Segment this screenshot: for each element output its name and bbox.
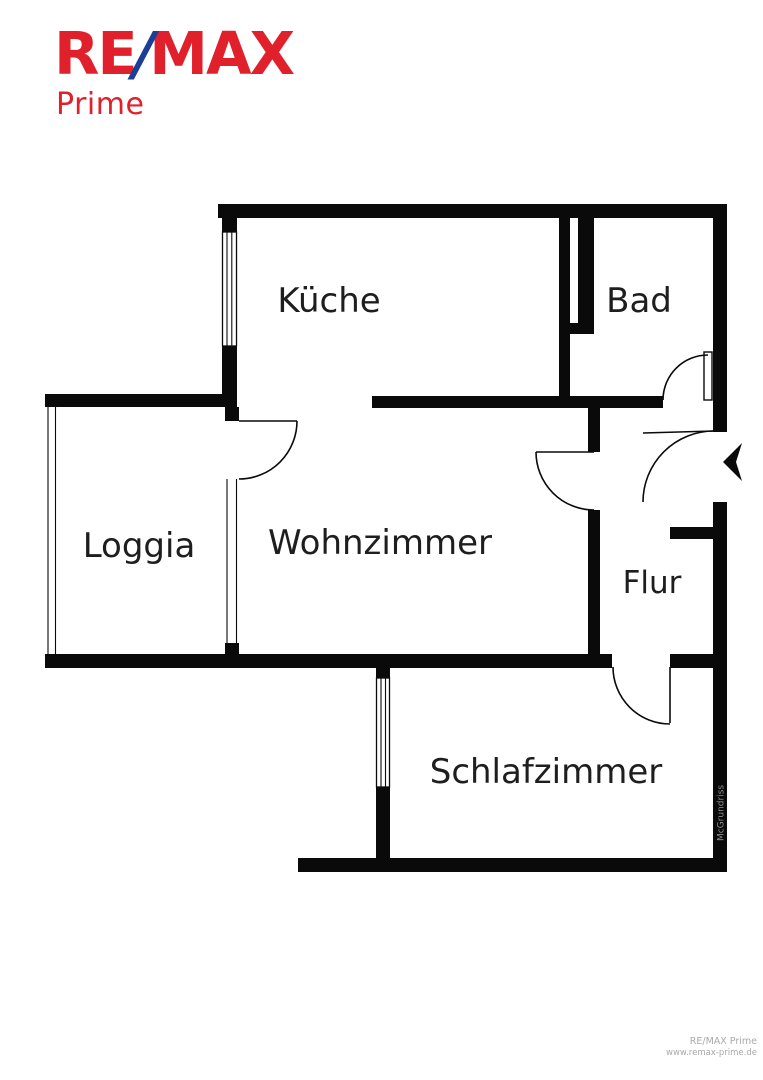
wall-niche-stub-lower — [670, 654, 713, 668]
wall-hall-lower — [588, 510, 600, 658]
footer-brand-text: RE/MAX Prime — [689, 1036, 757, 1048]
wall-bottom-bedroom — [298, 858, 727, 872]
wall-right-upper — [713, 204, 727, 432]
logo-re-text: RE — [54, 19, 138, 88]
livingroom-door-swing-arc — [535, 451, 595, 511]
wall-shaft-left — [559, 218, 570, 396]
bedroom-window — [375, 677, 391, 788]
logo-max-text: MAX — [149, 19, 295, 88]
wall-niche-stub-upper — [670, 527, 713, 539]
wall-top — [218, 204, 727, 218]
livingroom-door — [535, 451, 595, 511]
remax-logo: RE/MAX Prime — [54, 19, 295, 122]
wall-shaft-cap — [565, 323, 594, 334]
wall-loggia-top — [45, 394, 237, 407]
room-label-wohnzimmer: Wohnzimmer — [268, 523, 492, 563]
room-label-kueche: Küche — [277, 281, 380, 321]
wall-right-lower — [713, 502, 727, 872]
wall-hall-upper — [588, 408, 600, 452]
entrance-arrow-icon — [723, 443, 742, 481]
wall-kitchen-left-upper-stub — [222, 218, 237, 232]
wall-loggia-divider-lower-stub — [225, 643, 239, 654]
bedroom-door-swing-arc — [612, 666, 671, 725]
kitchen-window-frame — [221, 231, 238, 347]
wall-bottom-living — [45, 654, 612, 668]
footer-website-text: www.remax-prime.de — [666, 1047, 757, 1058]
kitchen-window — [221, 231, 238, 347]
entrance-door — [642, 430, 715, 503]
wall-kitchen-bottom — [372, 396, 663, 408]
loggia-glazing-left — [47, 407, 57, 656]
room-label-loggia: Loggia — [83, 526, 196, 566]
bathroom-door-swing-arc — [662, 354, 709, 401]
wall-kitchen-left-lower — [222, 346, 237, 395]
room-label-bad: Bad — [606, 281, 672, 321]
wall-shaft-right — [578, 218, 594, 327]
room-label-schlafzimmer: Schlafzimmer — [430, 752, 663, 792]
bathroom-door-leaf — [703, 351, 713, 401]
loggia-glazing-divider — [226, 479, 238, 643]
remax-wordmark: RE/MAX — [54, 19, 295, 88]
entrance-door-swing-arc — [642, 430, 715, 503]
wall-bedroom-left-lower — [376, 787, 390, 858]
loggia-door-swing-arc — [238, 420, 298, 480]
bedroom-window-frame — [375, 677, 391, 788]
footer-credit: RE/MAX Prime www.remax-prime.de — [666, 1036, 757, 1058]
watermark-mcgrundriss: McGrundriss — [717, 785, 727, 841]
wall-loggia-divider-upper-stub — [225, 407, 239, 421]
loggia-door — [238, 420, 298, 480]
logo-office-name: Prime — [56, 87, 145, 122]
bedroom-door — [612, 666, 671, 725]
bathroom-door — [662, 351, 713, 401]
room-label-flur: Flur — [623, 565, 682, 601]
wall-bedroom-left-upper-stub — [376, 668, 390, 678]
